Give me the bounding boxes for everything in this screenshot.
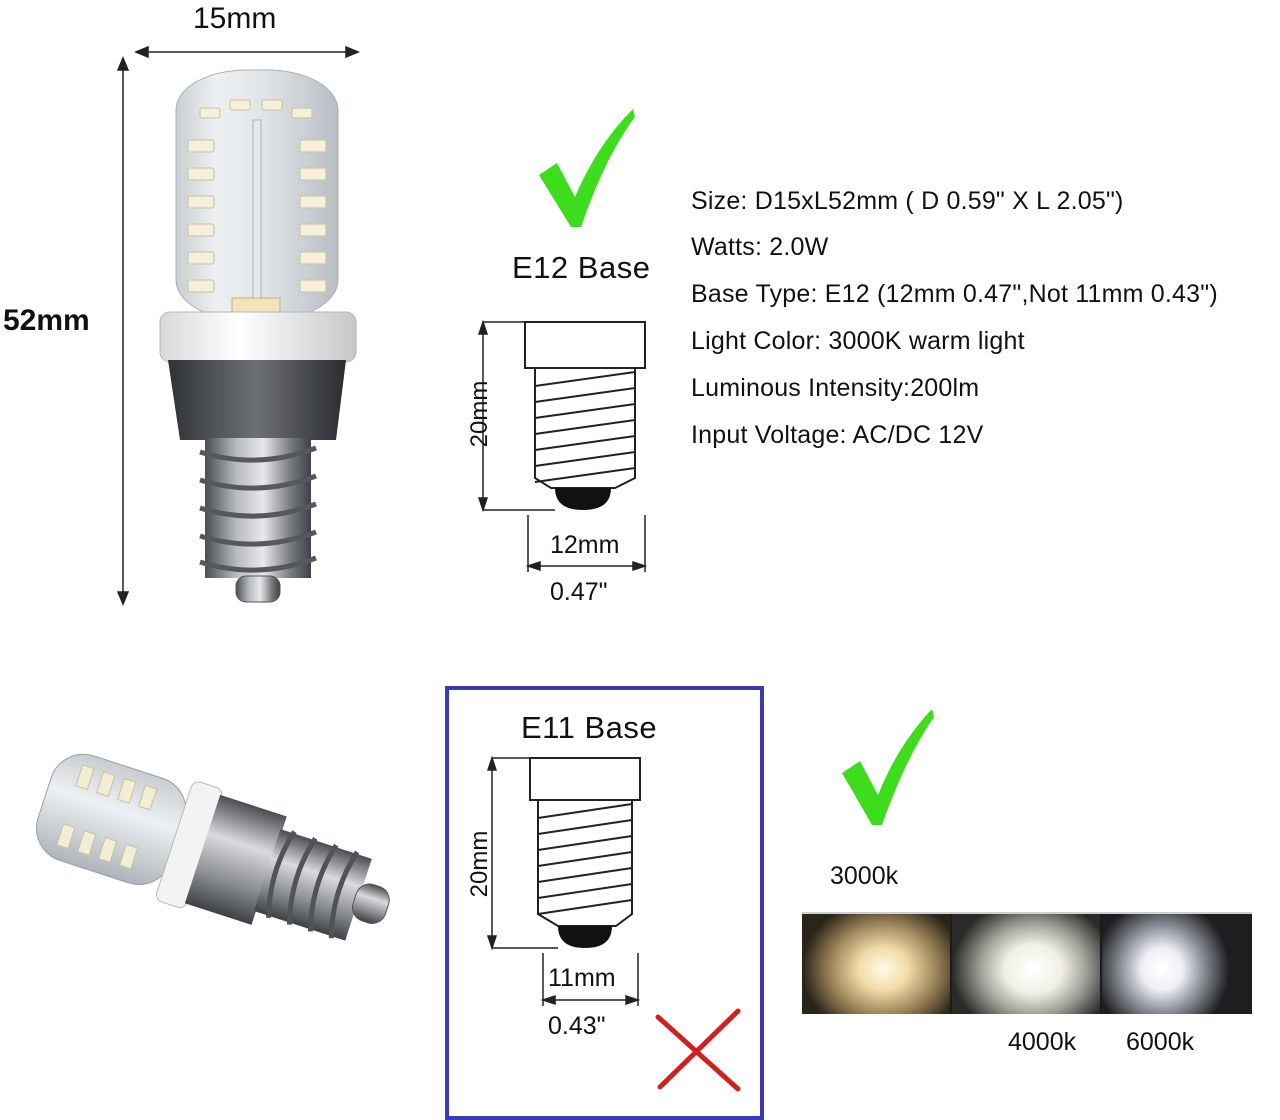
spec-watts: Watts: 2.0W — [691, 233, 829, 261]
temp-4000k-label: 4000k — [1008, 1028, 1077, 1056]
swatch-3000k — [802, 914, 950, 1014]
e12-height-label: 20mm — [466, 380, 493, 448]
temp-6000k-label: 6000k — [1126, 1028, 1195, 1056]
spec-input-voltage: Input Voltage: AC/DC 12V — [691, 421, 984, 449]
e11-width-mm-label: 11mm — [548, 964, 616, 992]
e12-base-title: E12 Base — [512, 250, 651, 285]
temp-3000k-label: 3000k — [830, 862, 899, 890]
check-icon — [842, 709, 934, 825]
color-temp-strip — [802, 912, 1252, 1014]
top-bulb-figure — [116, 45, 360, 606]
e12-base-diagram — [477, 319, 648, 572]
swatch-6000k — [1102, 914, 1252, 1014]
cross-icon — [655, 1008, 741, 1092]
spec-size: Size: D15xL52mm ( D 0.59" X L 2.05") — [691, 187, 1124, 215]
e11-width-in-label: 0.43" — [548, 1012, 606, 1040]
check-icon — [539, 109, 635, 227]
e11-base-diagram — [486, 755, 641, 1006]
e12-width-in-label: 0.47" — [550, 578, 608, 606]
e12-width-mm-label: 12mm — [550, 531, 620, 559]
width-dimension-arrow — [134, 45, 360, 59]
e11-height-label: 20mm — [466, 830, 493, 898]
bulb-width-label: 15mm — [193, 2, 277, 35]
spec-light-color: Light Color: 3000K warm light — [691, 327, 1025, 355]
side-bulb-figure — [35, 753, 390, 941]
spec-base-type: Base Type: E12 (12mm 0.47",Not 11mm 0.43… — [691, 280, 1218, 308]
spec-luminous-intensity: Luminous Intensity:200lm — [691, 374, 980, 402]
swatch-4000k — [952, 914, 1100, 1014]
bulb-height-label: 52mm — [3, 304, 90, 337]
height-dimension-arrow — [116, 56, 130, 606]
e11-base-title: E11 Base — [521, 710, 658, 745]
e11-frame — [445, 686, 764, 1120]
